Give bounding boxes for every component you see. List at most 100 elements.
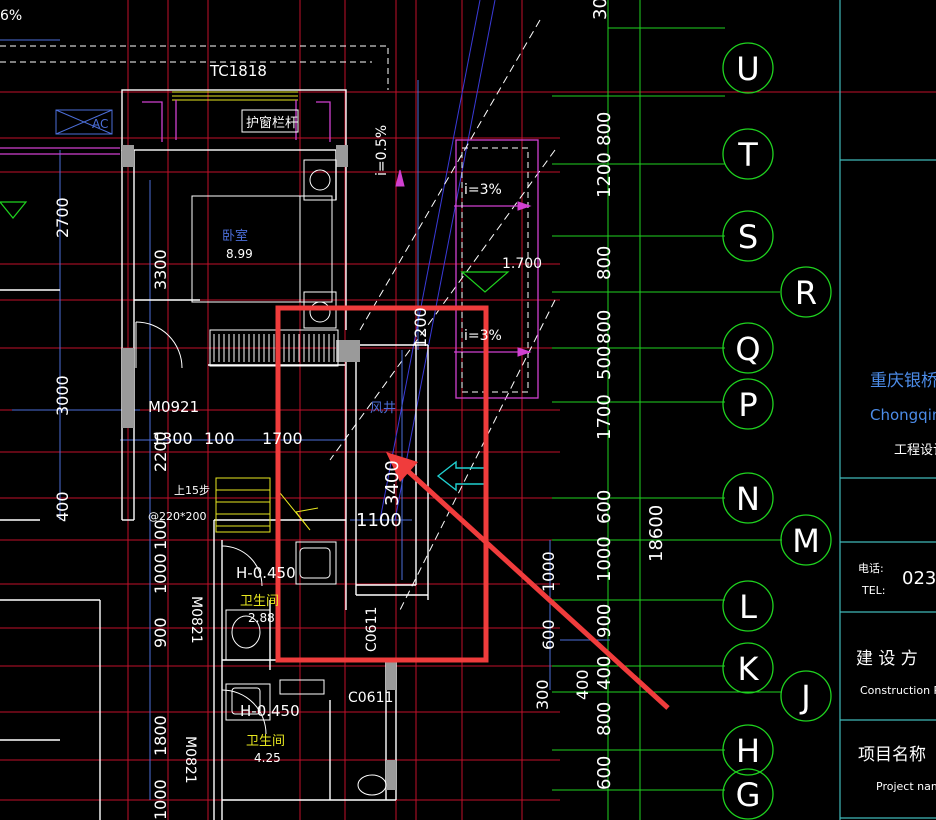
axis-bubble-g: G: [722, 768, 774, 820]
dim-100b: 100: [204, 429, 235, 448]
axis-dim-label: 800: [594, 112, 615, 146]
level-1: H-0.450: [236, 564, 296, 582]
bathroom-fixtures: [225, 541, 387, 796]
dim-1000-b: 1000: [151, 779, 170, 820]
axis-label-q: Q: [735, 330, 760, 368]
bedroom-name: 卧室: [222, 228, 248, 244]
axis-bubble-p: P: [722, 378, 774, 430]
wc-1-name: 卫生间: [240, 594, 279, 609]
axis-bubble-q: Q: [722, 322, 774, 374]
axis-bubble-k: K: [722, 642, 774, 694]
axis-dim-label: 1200: [594, 152, 615, 198]
axis-dim-label: 600: [594, 490, 615, 524]
phone-en: TEL:: [861, 584, 886, 597]
shaft-name: 风井: [370, 401, 396, 416]
dim-1300: 1300: [152, 429, 193, 448]
dim-1000-left: 1000: [151, 553, 170, 594]
labels: 6% 30 TC1818 AC 护窗栏杆 i=0.5% i=3% i=3% 1.…: [0, 0, 667, 820]
blue-slanted-lines: [379, 0, 496, 521]
dim-3000: 3000: [53, 375, 72, 416]
columns: [122, 145, 396, 790]
window-c0611-b: C0611: [348, 690, 393, 706]
axis-bubble-m: M: [780, 514, 832, 566]
wc-1-area: 2.88: [248, 611, 275, 625]
window-tc1818-label: TC1818: [209, 62, 267, 80]
axis-label-j: J: [799, 678, 810, 716]
dim-300: 300: [533, 679, 552, 710]
dim-3400: 3400: [382, 460, 403, 506]
red-horizontal-axis-lines: [0, 91, 936, 801]
owner-en: Construction Party: [860, 684, 936, 697]
door-swings: [135, 321, 267, 735]
door-m0921: M0921: [148, 398, 199, 416]
axis-label-p: P: [738, 386, 757, 424]
axis-dim-label: 400: [594, 656, 615, 690]
axis-dim-label: 900: [594, 604, 615, 638]
axis-label-h: H: [736, 732, 760, 770]
axis-bubble-u: U: [722, 42, 774, 94]
window-rail-label: 护窗栏杆: [246, 115, 298, 131]
ac-unit: [55, 109, 113, 135]
axis-label-t: T: [737, 136, 758, 174]
bedroom-area: 8.99: [226, 247, 253, 261]
dim-400: 400: [53, 491, 72, 522]
ac-label: AC: [92, 117, 108, 131]
slope-2-label: i=3%: [464, 182, 502, 198]
roof-outline: [0, 45, 529, 393]
slope-1-label: i=0.5%: [374, 125, 390, 176]
owner-cn: 建 设 方: [856, 649, 918, 669]
axis-label-g: G: [736, 776, 761, 814]
dim-3300: 3300: [151, 249, 170, 290]
stair: [215, 477, 271, 533]
wardrobe: [209, 329, 339, 367]
project-cn: 重庆银桥工程: [870, 371, 936, 391]
stair-spacing-label: @220*200: [148, 510, 207, 523]
door-m0821-b: M0821: [182, 736, 198, 784]
axis-dim-label: 1000: [594, 536, 615, 582]
bedroom-furniture: [191, 159, 337, 329]
title-block-text: 重庆银桥工程 Chongqing 工程设计 电话: TEL: 023- 建 设 …: [856, 371, 936, 793]
window-c0611-a: C0611: [364, 607, 380, 652]
axis-dim-label: 500: [594, 346, 615, 380]
wc-2-area: 4.25: [254, 751, 281, 765]
project-name-cn: 项目名称: [858, 745, 926, 765]
magenta-elements: [0, 100, 539, 399]
stair-up-label: 上15步: [174, 484, 210, 497]
phone-value: 023-: [902, 568, 936, 589]
axis-bubble-j: J: [780, 670, 832, 722]
project-name-en: Project name: [876, 780, 936, 793]
axis-bubble-s: S: [722, 210, 774, 262]
dim-2200: 2200: [151, 431, 170, 472]
highlight-box: [275, 305, 489, 663]
window-rail-box: [241, 109, 299, 133]
axis-label-u: U: [736, 50, 759, 88]
dim-400-right: 400: [573, 669, 592, 700]
axis-dim-label: 800: [594, 246, 615, 280]
top-right-dim: 30: [590, 0, 611, 20]
axis-label-m: M: [792, 522, 820, 560]
axis-label-r: R: [795, 274, 817, 312]
walls: [0, 89, 429, 820]
axis-bubble-r: R: [780, 266, 832, 318]
dim-1700: 1700: [262, 429, 303, 448]
dim-900: 900: [151, 617, 170, 648]
axis-bubble-h: H: [722, 724, 774, 776]
axis-bubble-n: N: [722, 472, 774, 524]
axis-label-s: S: [738, 218, 758, 256]
design-label: 工程设计: [894, 443, 936, 458]
level-2: H-0.450: [240, 702, 300, 720]
wardrobe-hatch: [213, 334, 335, 362]
dim-600-right: 600: [539, 619, 558, 650]
total-dim-18600: 18600: [646, 505, 667, 562]
axis-dim-label: 600: [594, 756, 615, 790]
stair-arrow-path: [275, 487, 319, 531]
axis-bubble-t: T: [722, 128, 774, 180]
highlight-arrow: [386, 452, 670, 710]
axis-bubble-l: L: [722, 580, 774, 632]
dim-1800: 1800: [151, 715, 170, 756]
door-m0821-a: M0821: [188, 596, 204, 644]
